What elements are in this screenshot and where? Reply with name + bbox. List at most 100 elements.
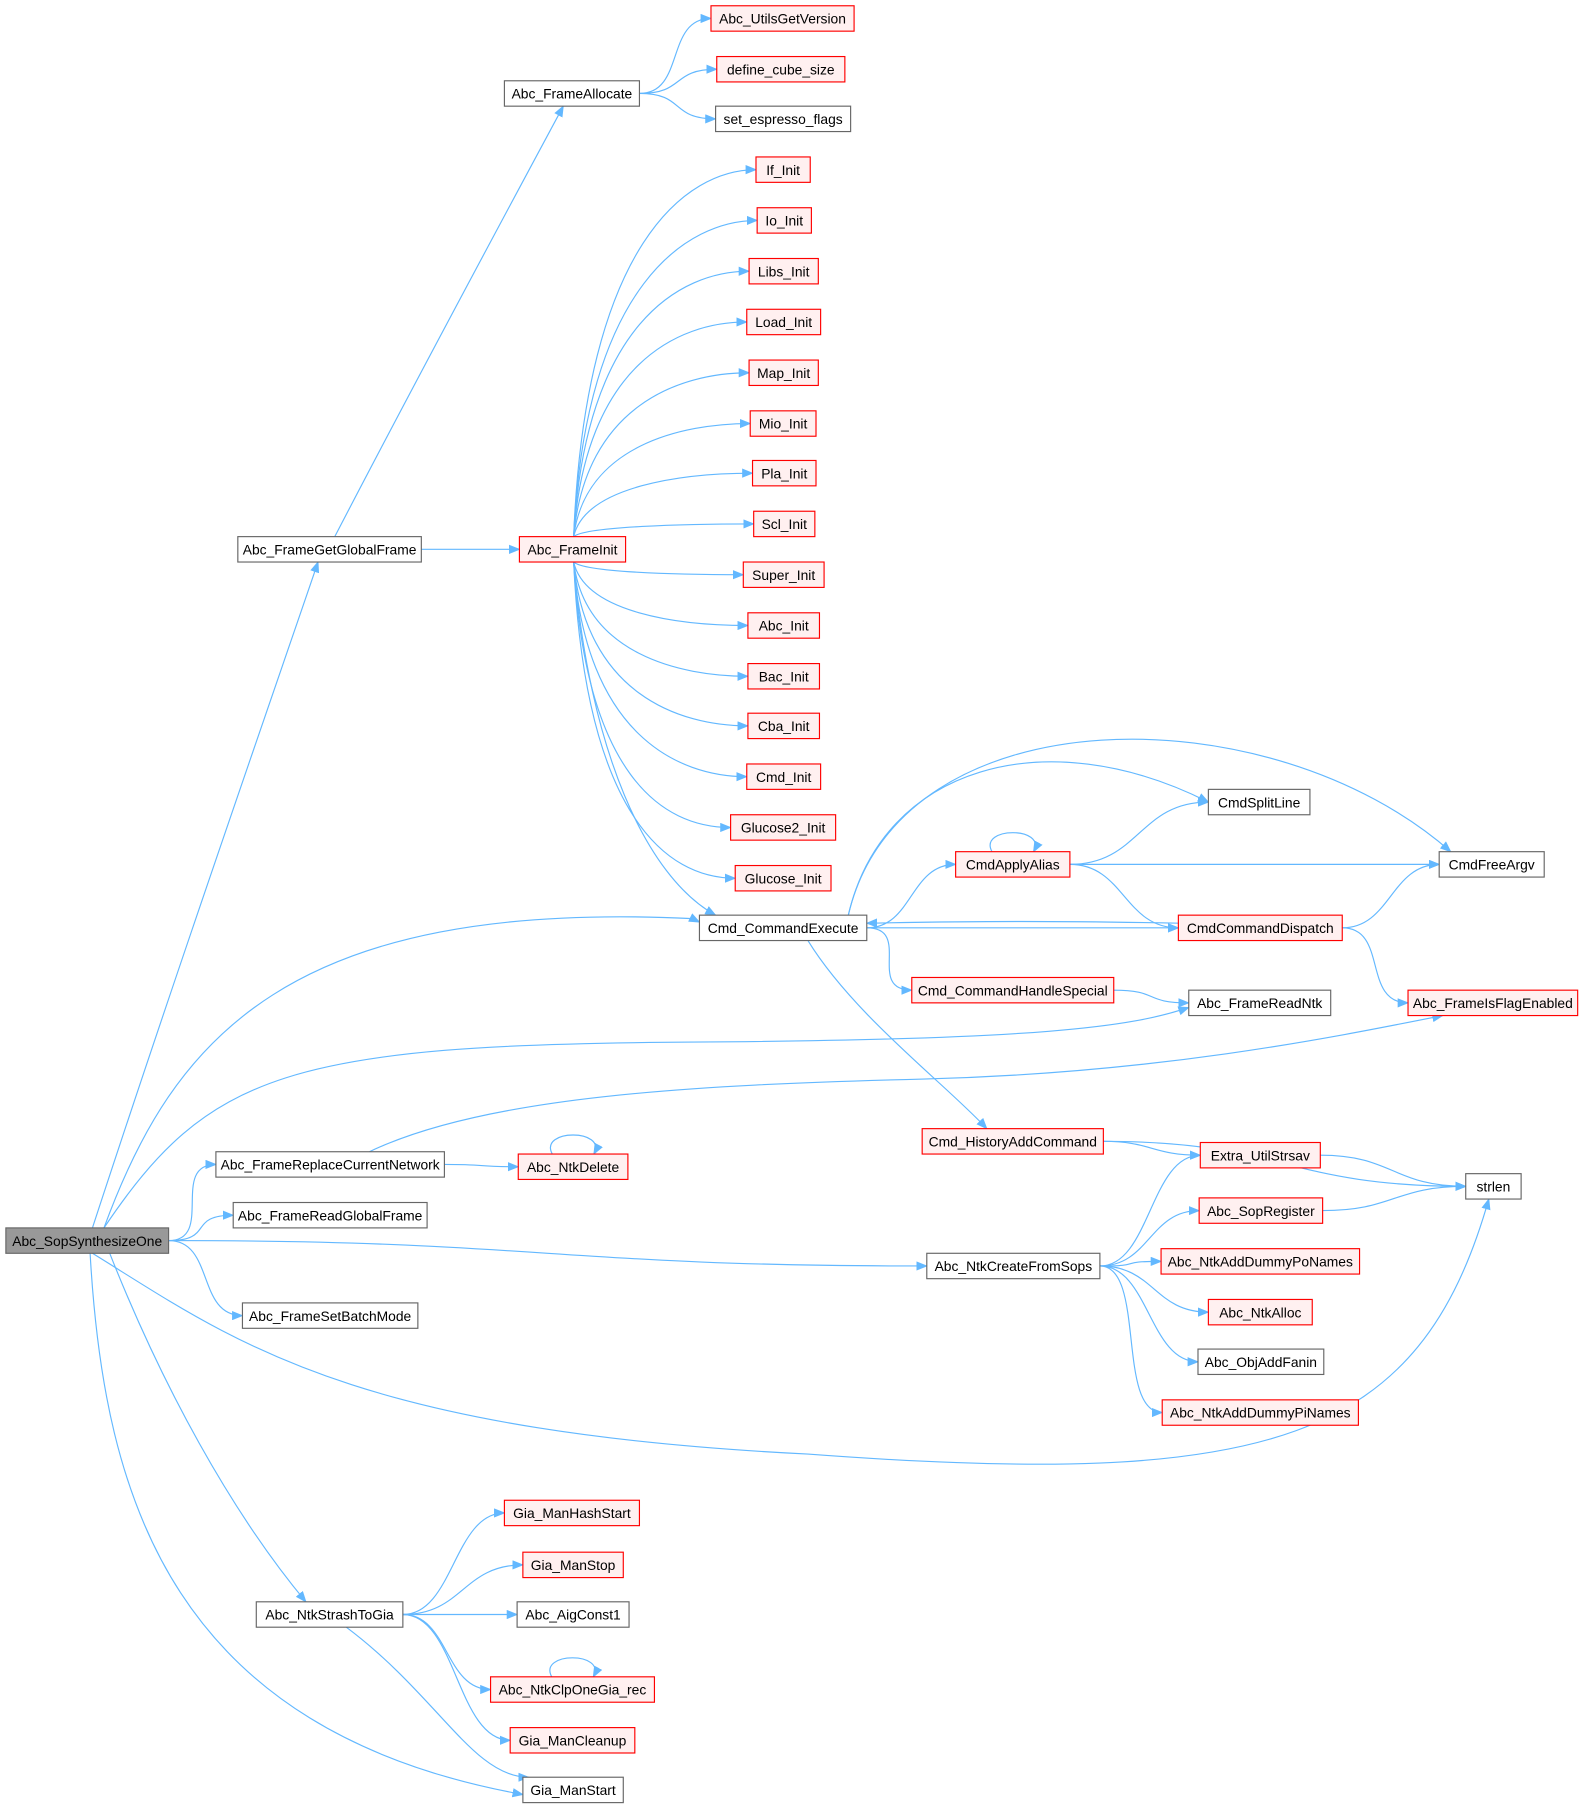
node-label: If_Init <box>766 162 800 178</box>
node-abc-framereplacecurrentnetwork[interactable]: Abc_FrameReplaceCurrentNetwork <box>215 1151 445 1178</box>
node-gia-manstop[interactable]: Gia_ManStop <box>522 1551 624 1579</box>
node-abc-utilsgetversion[interactable]: Abc_UtilsGetVersion <box>710 5 855 32</box>
node-bac-init[interactable]: Bac_Init <box>747 662 821 690</box>
edge-finit-to-cba <box>573 561 750 731</box>
node-abc-ntkadddummypinames[interactable]: Abc_NtkAddDummyPiNames <box>1161 1399 1359 1426</box>
edge-root-to-rgf <box>168 1210 235 1242</box>
node-abc-ntkcreatefromsops[interactable]: Abc_NtkCreateFromSops <box>926 1252 1101 1280</box>
node-abc-framesetbatchmode[interactable]: Abc_FrameSetBatchMode <box>241 1302 419 1329</box>
node-label: Gia_ManStart <box>530 1782 615 1798</box>
edge-ndel-to-ndel <box>549 1134 603 1156</box>
node-extra-utilstrsav[interactable]: Extra_UtilStrsav <box>1199 1141 1321 1169</box>
node-label: Abc_FrameReadGlobalFrame <box>238 1207 423 1223</box>
edge-strsav-to-strlen <box>1320 1154 1467 1191</box>
node-cmdfreeargv[interactable]: CmdFreeArgv <box>1438 851 1545 878</box>
node-box <box>1198 1197 1324 1224</box>
edge-root-to-csops <box>168 1240 928 1271</box>
node-abc-aigconst1[interactable]: Abc_AigConst1 <box>516 1601 630 1628</box>
node-box <box>747 612 821 639</box>
node-label: Cmd_HistoryAddCommand <box>929 1134 1097 1150</box>
node-gia-mancleanup[interactable]: Gia_ManCleanup <box>509 1727 636 1754</box>
node-abc-ntkadddummyponames[interactable]: Abc_NtkAddDummyPoNames <box>1160 1248 1361 1275</box>
node-label: Scl_Init <box>762 516 808 532</box>
node-box <box>911 976 1115 1004</box>
edge-cexec-to-alias <box>866 859 957 929</box>
node-box <box>734 864 832 892</box>
node-box <box>753 510 816 538</box>
node-cmd-init[interactable]: Cmd_Init <box>746 763 822 790</box>
node-pla-init[interactable]: Pla_Init <box>751 459 817 487</box>
node-abc-ntkalloc[interactable]: Abc_NtkAlloc <box>1207 1298 1313 1326</box>
edge-clp-to-clp <box>549 1657 603 1678</box>
node-cmd-commandexecute[interactable]: Cmd_CommandExecute <box>698 914 868 942</box>
node-label: Gia_ManCleanup <box>519 1732 627 1748</box>
node-abc-ntkstrashtogia[interactable]: Abc_NtkStrashToGia <box>255 1601 404 1628</box>
node-cmdapplyalias[interactable]: CmdApplyAlias <box>955 851 1071 878</box>
node-label: CmdCommandDispatch <box>1187 920 1334 936</box>
node-glucose-init[interactable]: Glucose_Init <box>734 864 832 892</box>
node-box <box>518 536 627 563</box>
node-box <box>1177 914 1343 942</box>
node-label: Gia_ManStop <box>531 1557 616 1573</box>
edge-alias-to-split <box>1069 797 1210 865</box>
edge-spec-to-rntk <box>1113 989 1190 1008</box>
node-if-init[interactable]: If_Init <box>755 156 811 183</box>
node-label: Mio_Init <box>759 416 808 432</box>
node-glucose2-init[interactable]: Glucose2_Init <box>730 814 837 841</box>
node-io-init[interactable]: Io_Init <box>756 207 812 234</box>
node-super-init[interactable]: Super_Init <box>742 561 825 588</box>
node-box <box>503 80 641 107</box>
node-gia-manhashstart[interactable]: Gia_ManHashStart <box>503 1499 641 1527</box>
node-label: Glucose2_Init <box>741 820 826 836</box>
edge-finit-to-load <box>573 317 748 537</box>
edge-alias-to-disp <box>1069 863 1180 933</box>
node-abc-sopsynthesizeone[interactable]: Abc_SopSynthesizeOne <box>5 1227 170 1254</box>
node-cmdsplitline[interactable]: CmdSplitLine <box>1207 788 1311 816</box>
node-cmdcommanddispatch[interactable]: CmdCommandDispatch <box>1177 914 1343 942</box>
edge-csops-to-fanin <box>1099 1265 1200 1367</box>
node-label: Abc_NtkAddDummyPoNames <box>1168 1254 1353 1270</box>
edge-finit-to-super <box>573 561 745 580</box>
node-abc-sopregister[interactable]: Abc_SopRegister <box>1198 1197 1324 1224</box>
node-libs-init[interactable]: Libs_Init <box>748 257 819 285</box>
node-box <box>921 1128 1104 1155</box>
node-load-init[interactable]: Load_Init <box>746 308 822 336</box>
node-abc-ntkclponegia-rec[interactable]: Abc_NtkClpOneGia_rec <box>489 1676 656 1703</box>
node-mio-init[interactable]: Mio_Init <box>749 410 817 437</box>
edge-finit-to-if <box>573 165 758 537</box>
node-box <box>756 207 812 234</box>
node-abc-framegetglobalframe[interactable]: Abc_FrameGetGlobalFrame <box>237 536 422 563</box>
node-scl-init[interactable]: Scl_Init <box>753 510 816 538</box>
node-label: Cmd_CommandHandleSpecial <box>918 982 1108 998</box>
node-abc-init[interactable]: Abc_Init <box>747 612 821 639</box>
node-abc-ntkdelete[interactable]: Abc_NtkDelete <box>517 1153 629 1181</box>
node-cmd-commandhandlespecial[interactable]: Cmd_CommandHandleSpecial <box>911 976 1115 1004</box>
node-abc-framereadntk[interactable]: Abc_FrameReadNtk <box>1188 989 1332 1017</box>
node-abc-framereadglobalframe[interactable]: Abc_FrameReadGlobalFrame <box>232 1201 428 1229</box>
node-gia-manstart[interactable]: Gia_ManStart <box>522 1776 624 1804</box>
edge-cexec-to-free <box>847 738 1452 916</box>
node-cmd-historyaddcommand[interactable]: Cmd_HistoryAddCommand <box>921 1128 1104 1155</box>
edge-s2g-to-clp <box>402 1613 492 1695</box>
node-set-espresso-flags[interactable]: set_espresso_flags <box>715 105 852 133</box>
edge-finit-to-libs <box>573 266 751 537</box>
node-label: Io_Init <box>765 213 803 229</box>
edge-root-to-repl <box>168 1159 218 1242</box>
edge-csops-to-nalloc <box>1099 1265 1210 1317</box>
node-abc-frameisflagenabled[interactable]: Abc_FrameIsFlagEnabled <box>1407 989 1579 1017</box>
node-box <box>255 1601 404 1628</box>
node-abc-frameallocate[interactable]: Abc_FrameAllocate <box>503 80 641 107</box>
edge-disp-to-cexec <box>865 918 1179 928</box>
node-label: Abc_NtkClpOneGia_rec <box>499 1682 647 1698</box>
node-label: Abc_NtkDelete <box>527 1159 620 1175</box>
node-cba-init[interactable]: Cba_Init <box>747 712 821 740</box>
node-define-cube-size[interactable]: define_cube_size <box>716 55 846 83</box>
node-map-init[interactable]: Map_Init <box>748 359 819 387</box>
edge-root-to-strlen <box>92 1197 1491 1465</box>
node-abc-objaddfanin[interactable]: Abc_ObjAddFanin <box>1197 1348 1325 1376</box>
node-strlen[interactable]: strlen <box>1465 1173 1522 1200</box>
node-box <box>755 156 811 183</box>
node-label: Abc_FrameInit <box>528 542 618 558</box>
node-label: Abc_NtkAddDummyPiNames <box>1170 1405 1351 1421</box>
node-abc-frameinit[interactable]: Abc_FrameInit <box>518 536 627 563</box>
